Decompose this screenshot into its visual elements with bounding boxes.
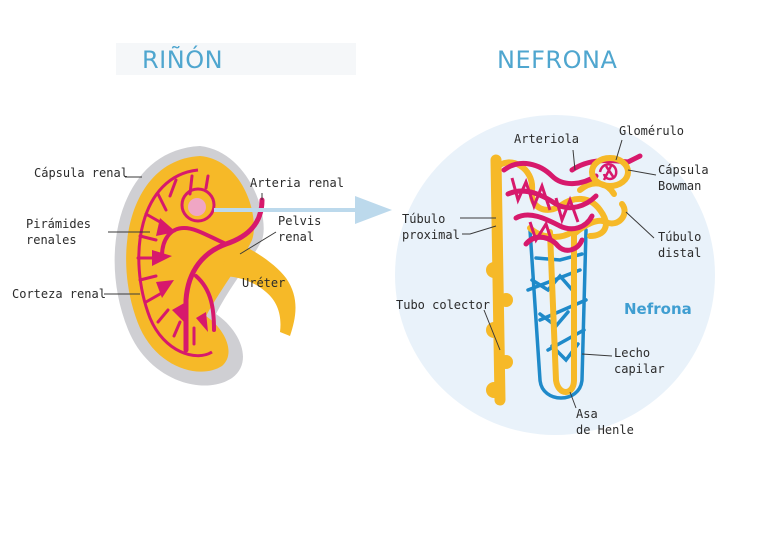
label-asa-1: Asa	[576, 407, 598, 421]
label-tubulo-proximal-2: proximal	[402, 228, 460, 242]
label-ureter: Uréter	[242, 276, 285, 290]
label-tubo-colector: Tubo colector	[396, 298, 490, 312]
label-pelvis-1: Pelvis	[278, 214, 321, 228]
label-corteza-renal: Corteza renal	[12, 287, 106, 301]
label-glomerulo: Glomérulo	[619, 124, 684, 138]
label-tubulo-distal-2: distal	[658, 246, 701, 260]
kidney-title: RIÑÓN	[142, 44, 223, 74]
kidney-nephron-dot	[188, 198, 206, 216]
label-arteriola: Arteriola	[514, 132, 579, 146]
nephron-vessel-mesh	[510, 177, 580, 244]
label-tubulo-distal-1: Túbulo	[658, 230, 701, 244]
nephron-title: NEFRONA	[497, 46, 617, 74]
label-piramides-2: renales	[26, 233, 77, 247]
bowman-capsule	[589, 155, 631, 189]
label-capsula-bowman-1: Cápsula	[658, 163, 709, 177]
zoom-arrow	[214, 196, 392, 224]
nephron-illustration	[486, 153, 643, 406]
label-nefrona: Nefrona	[624, 300, 692, 318]
label-lecho-2: capilar	[614, 362, 665, 376]
leader-lines	[104, 139, 657, 409]
kidney-pyramids	[136, 174, 210, 346]
label-asa-2: de Henle	[576, 423, 634, 437]
glomerulus	[598, 163, 618, 181]
nephron-bg-circle	[395, 115, 715, 435]
label-tubulo-proximal-1: Túbulo	[402, 212, 445, 226]
renal-artery-branch-2	[194, 274, 216, 332]
label-capsula-renal: Cápsula renal	[34, 166, 128, 180]
kidney-nephron-highlight	[180, 187, 216, 223]
label-piramides-1: Pirámides	[26, 217, 91, 231]
kidney-title-bg	[116, 43, 356, 75]
renal-artery-branch	[160, 225, 228, 258]
collecting-tube-bumps	[486, 262, 513, 398]
label-capsula-bowman-2: Bowman	[658, 179, 701, 193]
label-pelvis-2: renal	[278, 230, 314, 244]
label-arteria-renal: Arteria renal	[250, 176, 344, 190]
ureter-shape	[220, 240, 296, 336]
label-lecho-1: Lecho	[614, 346, 650, 360]
kidney-inner-rim	[137, 168, 213, 358]
